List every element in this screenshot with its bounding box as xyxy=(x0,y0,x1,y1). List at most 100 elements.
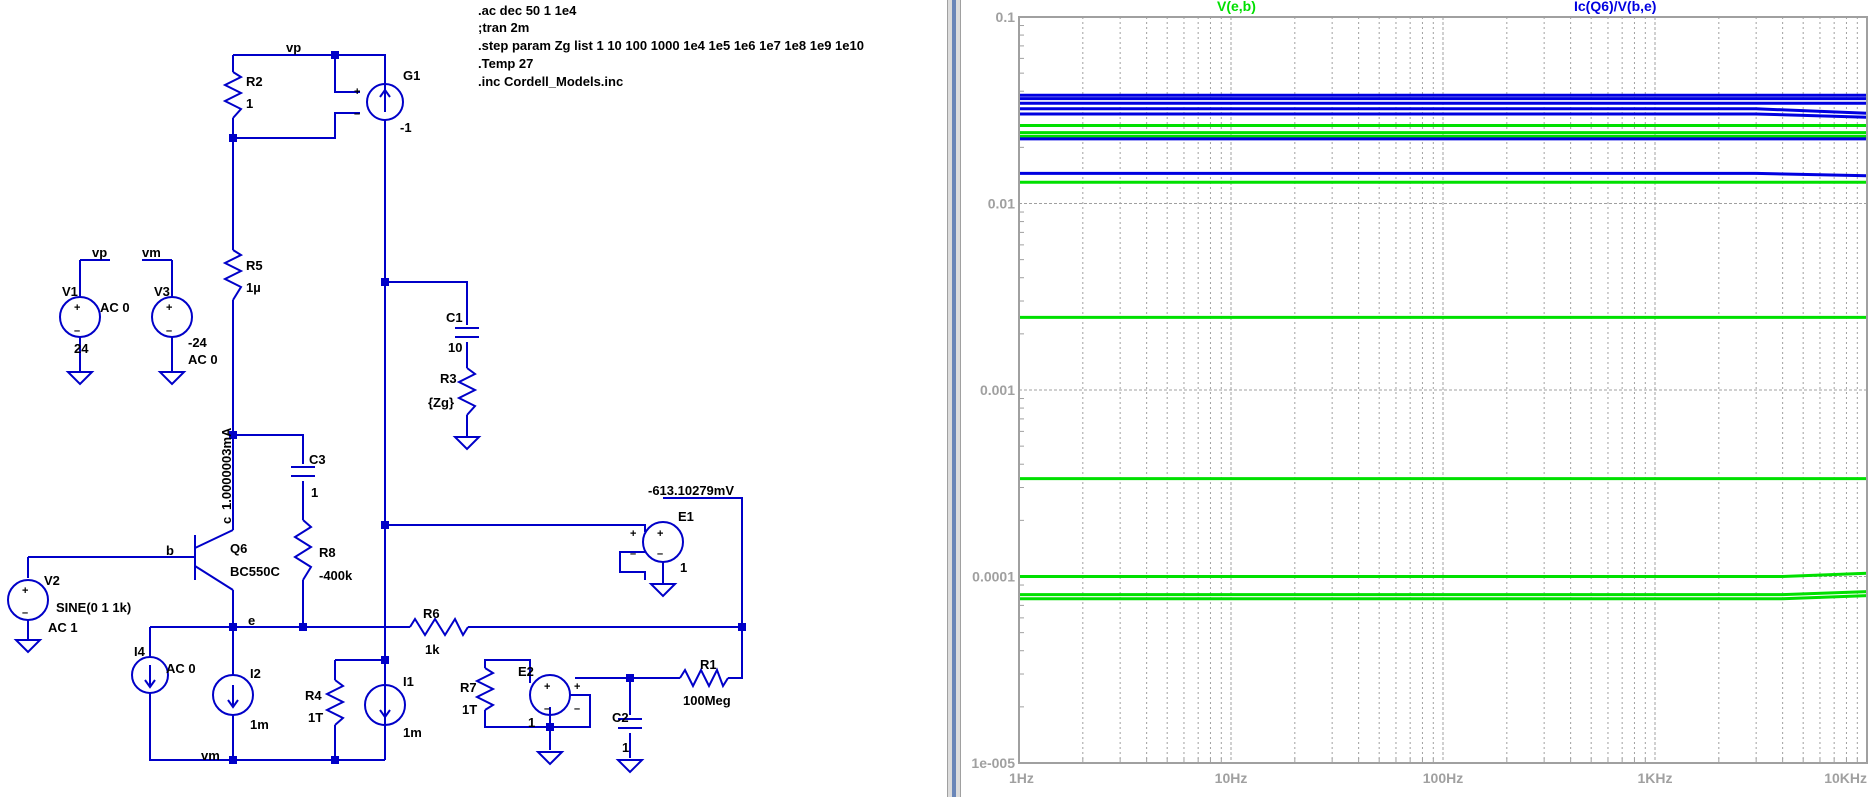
r6-value[interactable]: 1k xyxy=(425,642,440,657)
source-i4[interactable] xyxy=(131,656,169,694)
svg-text:–: – xyxy=(354,108,360,120)
junction-dot xyxy=(381,278,389,286)
net-label-vp[interactable]: vp xyxy=(92,245,107,260)
i2-value[interactable]: 1m xyxy=(250,717,269,732)
source-e2[interactable] xyxy=(529,674,571,716)
net-label-vm[interactable]: vm xyxy=(142,245,161,260)
r7-value[interactable]: 1T xyxy=(462,702,477,717)
v2-value[interactable]: SINE(0 1 1k) xyxy=(56,600,131,615)
net-label-b[interactable]: b xyxy=(166,543,174,558)
y-tick-label: 0.0001 xyxy=(972,569,1015,585)
v2-ac[interactable]: AC 1 xyxy=(48,620,78,635)
v1-ac[interactable]: AC 0 xyxy=(100,300,130,315)
v3-name[interactable]: V3 xyxy=(154,284,170,299)
directive-ac[interactable]: .ac dec 50 1 1e4 xyxy=(478,3,577,18)
g1-value[interactable]: -1 xyxy=(400,120,412,135)
r7-name[interactable]: R7 xyxy=(460,680,477,695)
resistor-r8[interactable] xyxy=(293,519,313,581)
source-v2[interactable] xyxy=(7,579,49,621)
legend-trace-label[interactable]: Ic(Q6)/V(b,e) xyxy=(1574,0,1656,14)
directive-tran[interactable]: ;tran 2m xyxy=(478,20,529,35)
c1-value[interactable]: 10 xyxy=(448,340,462,355)
resistor-r1[interactable] xyxy=(679,667,729,689)
v2-name[interactable]: V2 xyxy=(44,573,60,588)
svg-text:–: – xyxy=(630,548,636,560)
source-v1[interactable] xyxy=(59,296,101,338)
splitter-grip[interactable] xyxy=(952,0,956,797)
resistor-r6[interactable] xyxy=(409,616,469,638)
net-label-e[interactable]: e xyxy=(248,613,255,628)
v1-name[interactable]: V1 xyxy=(62,284,78,299)
svg-text:–: – xyxy=(574,703,580,715)
junction-dot xyxy=(229,431,237,439)
r5-value[interactable]: 1µ xyxy=(246,280,261,295)
c3-name[interactable]: C3 xyxy=(309,452,326,467)
c1-name[interactable]: C1 xyxy=(446,310,463,325)
directive-temp[interactable]: .Temp 27 xyxy=(478,56,533,71)
resistor-r5[interactable] xyxy=(222,249,244,301)
x-tick-label: 10Hz xyxy=(1215,770,1248,786)
i2-name[interactable]: I2 xyxy=(250,666,261,681)
v3-value[interactable]: -24 xyxy=(188,335,208,350)
junction-dot xyxy=(738,623,746,631)
e1-name[interactable]: E1 xyxy=(678,509,694,524)
r1-value[interactable]: 100Meg xyxy=(683,693,731,708)
v1-value[interactable]: 24 xyxy=(74,341,89,356)
schematic-editor[interactable]: + – + – + – + – + – + – + – + – .ac dec … xyxy=(0,0,947,797)
trace-ic-over-vbe-12[interactable] xyxy=(1019,107,1868,115)
r3-value[interactable]: {Zg} xyxy=(428,395,454,410)
r1-name[interactable]: R1 xyxy=(700,657,717,672)
e2-name[interactable]: E2 xyxy=(518,664,534,679)
trace-ic-over-vbe-13[interactable] xyxy=(1019,112,1868,119)
resistor-r7[interactable] xyxy=(474,667,496,711)
directive-step[interactable]: .step param Zg list 1 10 100 1000 1e4 1e… xyxy=(478,38,864,53)
i4-name[interactable]: I4 xyxy=(134,644,146,659)
q6-name[interactable]: Q6 xyxy=(230,541,247,556)
c2-name[interactable]: C2 xyxy=(612,710,629,725)
e1-value[interactable]: 1 xyxy=(680,560,687,575)
r5-name[interactable]: R5 xyxy=(246,258,263,273)
pane-splitter[interactable] xyxy=(947,0,961,797)
net-label-vm[interactable]: vm xyxy=(201,748,220,763)
ground-icon xyxy=(452,436,482,451)
r2-name[interactable]: R2 xyxy=(246,74,263,89)
junction-dot xyxy=(229,134,237,142)
trace-v-e-b-7[interactable] xyxy=(1019,590,1868,597)
resistor-r4[interactable] xyxy=(324,679,346,726)
c3-value[interactable]: 1 xyxy=(311,485,318,500)
c2-value[interactable]: 1 xyxy=(622,740,629,755)
junction-dot xyxy=(381,521,389,529)
r4-value[interactable]: 1T xyxy=(308,710,323,725)
i1-name[interactable]: I1 xyxy=(403,674,414,689)
source-g1[interactable] xyxy=(366,83,404,121)
resistor-r2[interactable] xyxy=(222,71,244,119)
source-i2[interactable] xyxy=(212,674,254,716)
trace-v-e-b-6[interactable] xyxy=(1019,571,1868,578)
i4-value[interactable]: AC 0 xyxy=(166,661,196,676)
e2-value[interactable]: 1 xyxy=(528,715,535,730)
x-tick-label: 100Hz xyxy=(1423,770,1463,786)
i1-value[interactable]: 1m xyxy=(403,725,422,740)
r3-name[interactable]: R3 xyxy=(440,371,457,386)
resistor-r3[interactable] xyxy=(456,367,478,416)
r2-value[interactable]: 1 xyxy=(246,96,253,111)
v3-ac[interactable]: AC 0 xyxy=(188,352,218,367)
r4-name[interactable]: R4 xyxy=(305,688,322,703)
source-i1[interactable] xyxy=(364,684,406,726)
r8-value[interactable]: -400k xyxy=(319,568,353,583)
r6-name[interactable]: R6 xyxy=(423,606,440,621)
source-v3[interactable] xyxy=(151,296,193,338)
legend-trace-label[interactable]: V(e,b) xyxy=(1217,0,1256,14)
trace-ic-over-vbe-15[interactable] xyxy=(1019,171,1868,178)
directive-inc[interactable]: .inc Cordell_Models.inc xyxy=(478,74,623,89)
net-label-c[interactable]: c xyxy=(219,517,234,524)
g1-name[interactable]: G1 xyxy=(403,68,420,83)
q6-value[interactable]: BC550C xyxy=(230,564,280,579)
trace-v-e-b-8[interactable] xyxy=(1019,594,1868,601)
svg-text:–: – xyxy=(22,607,28,619)
r8-name[interactable]: R8 xyxy=(319,545,336,560)
schematic-canvas[interactable]: + – + – + – + – + – + – + – + – .ac dec … xyxy=(0,0,947,797)
net-label-vp[interactable]: vp xyxy=(286,40,301,55)
